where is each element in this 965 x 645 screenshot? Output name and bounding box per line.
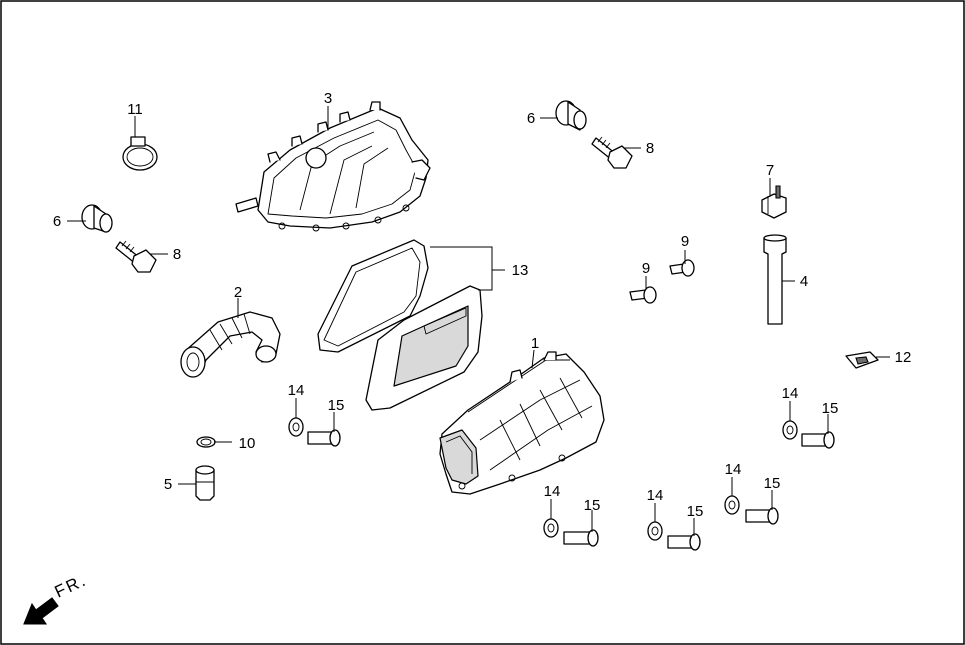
part-8-bolt-right: [591, 136, 633, 169]
callout-14-d: 14: [647, 487, 664, 504]
part-5-plug: [195, 465, 215, 501]
part-4-drain-tube: [763, 234, 787, 325]
callout-3: 3: [324, 90, 332, 107]
callout-8-left: 8: [173, 246, 181, 263]
part-14-washer-b: [782, 420, 798, 440]
part-15-bolt-c: [563, 529, 599, 547]
callout-8-right: 8: [646, 140, 654, 157]
callout-15-d: 15: [687, 503, 704, 520]
callout-15-e: 15: [764, 475, 781, 492]
callout-6-left: 6: [53, 213, 61, 230]
part-8-bolt-left: [115, 240, 157, 273]
part-13-filter-element: [365, 285, 483, 411]
part-15-bolt-a: [307, 429, 341, 447]
callout-4: 4: [800, 273, 808, 290]
callout-13: 13: [512, 262, 529, 279]
callout-1: 1: [531, 335, 539, 352]
part-14-washer-d: [647, 521, 663, 541]
part-2-connecting-tube: [180, 311, 281, 378]
callout-14-b: 14: [782, 385, 799, 402]
part-15-bolt-e: [745, 507, 779, 525]
callout-15-c: 15: [584, 497, 601, 514]
part-1-air-cleaner-case: [439, 351, 605, 495]
part-10-clip: [196, 436, 216, 448]
part-12-speed-nut: [845, 351, 879, 369]
callout-15-b: 15: [822, 400, 839, 417]
part-6-grommet-left: [81, 204, 113, 233]
part-15-bolt-d: [667, 533, 701, 551]
callout-9-upper: 9: [681, 233, 689, 250]
part-3-air-cleaner-cover: [235, 101, 431, 232]
leader-lines: [67, 106, 890, 536]
callout-14-e: 14: [725, 461, 742, 478]
callout-14-c: 14: [544, 483, 561, 500]
callout-7: 7: [766, 162, 774, 179]
callout-labels: 3 11 6 8 6 8 7 9 9 4 13 2 1 12 10 5 14 1…: [53, 90, 912, 520]
callout-5: 5: [164, 476, 172, 493]
part-14-washer-e: [724, 495, 740, 515]
part-6-grommet-right: [555, 100, 587, 131]
part-13-gasket: [317, 239, 429, 353]
callout-2: 2: [234, 284, 242, 301]
part-14-washer-a: [288, 417, 304, 437]
part-15-bolt-b: [801, 431, 835, 449]
callout-9-lower: 9: [642, 260, 650, 277]
part-9-screw-lower: [629, 286, 657, 304]
part-11-hose-clamp: [122, 136, 158, 171]
callout-11: 11: [127, 101, 143, 118]
part-14-washer-c: [543, 518, 559, 538]
front-arrow-icon: [23, 597, 59, 625]
callout-6-right: 6: [527, 110, 535, 127]
callout-12: 12: [895, 349, 912, 366]
part-7-clip: [761, 185, 787, 219]
callout-14-a: 14: [288, 382, 305, 399]
callout-10: 10: [239, 435, 256, 452]
callout-15-a: 15: [328, 397, 345, 414]
